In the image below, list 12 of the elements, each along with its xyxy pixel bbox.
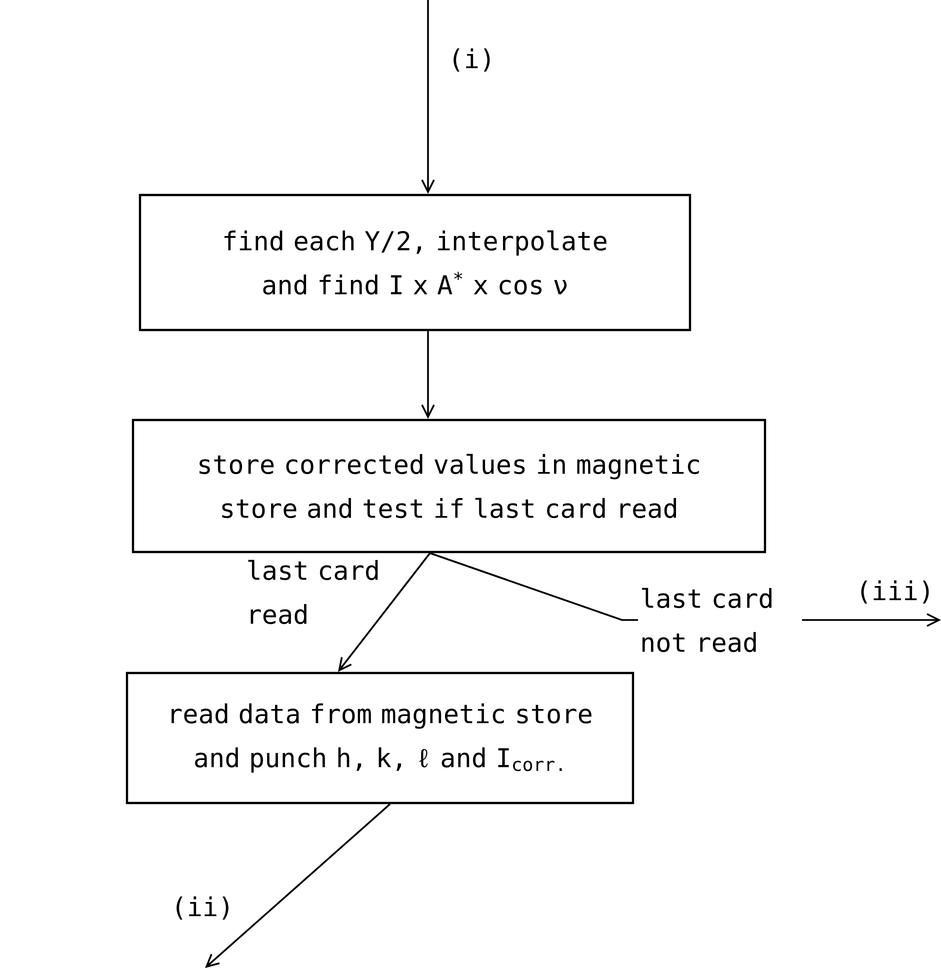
process-box: find each Υ/2, interpolate and find I x A$^{*}$ x cos ν bbox=[138, 194, 692, 332]
process-box: store corrected values in magnetic store and test if last card read bbox=[132, 418, 766, 554]
arrow bbox=[338, 552, 431, 672]
edge-label: (i) bbox=[454, 48, 490, 72]
process-box: read data from magnetic store and punch h, k, ℓ and I$_{corr.}$ bbox=[126, 672, 634, 804]
arrow bbox=[205, 803, 391, 968]
edge-label: last card not read bbox=[638, 586, 802, 654]
edge-label: (ii) bbox=[176, 896, 228, 920]
arrow bbox=[421, 331, 435, 419]
arrow bbox=[421, 0, 435, 194]
edge-label: last card read bbox=[248, 560, 378, 624]
connector-label: (iii) bbox=[861, 580, 929, 604]
